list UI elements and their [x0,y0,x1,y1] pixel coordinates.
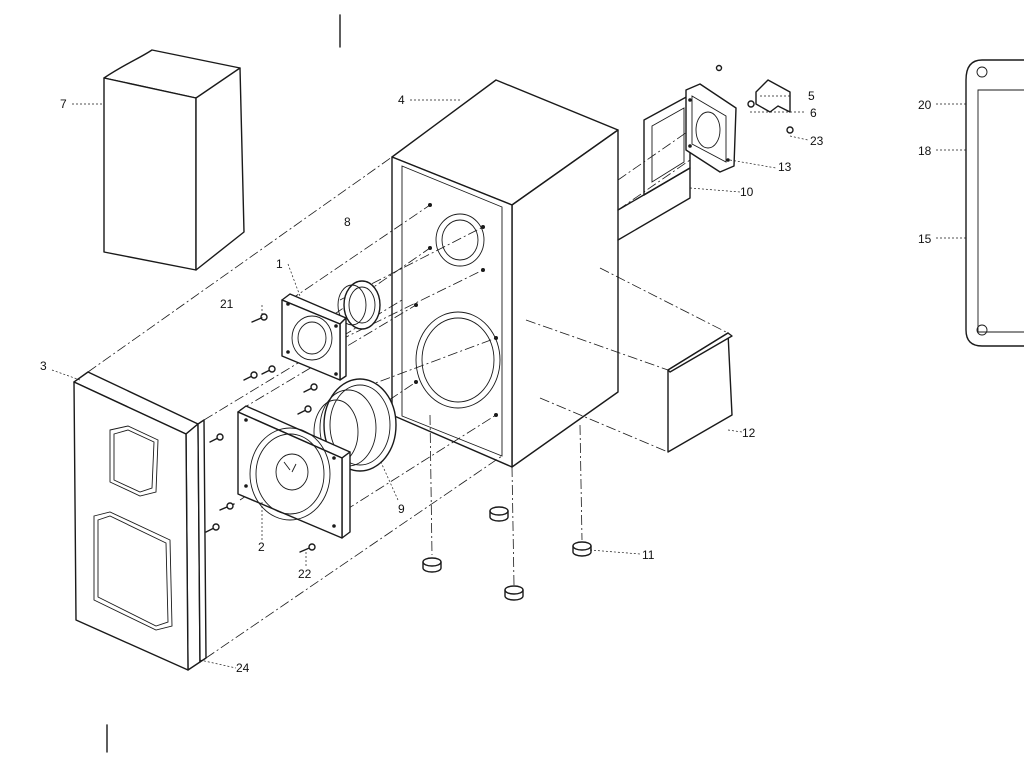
part-24-baffle-gasket [197,419,207,663]
part-11-feet [422,506,592,601]
callout-11: 11 [642,548,655,562]
callout-23: 23 [810,134,824,148]
part-21-tweeter-screws [243,313,318,393]
callout-1: 1 [276,257,283,271]
callout-10: 10 [740,185,754,199]
callout-15: 15 [918,232,932,246]
part-22-woofer-screws [205,405,316,553]
callout-2: 2 [258,540,265,554]
callout-20: 20 [918,98,932,112]
part-1-tweeter [281,293,347,381]
callout-5: 5 [808,89,815,103]
partial-view-right [965,59,1024,347]
callout-22: 22 [298,567,312,581]
callout-7: 7 [60,97,67,111]
callout-24: 24 [236,661,250,675]
callout-21: 21 [220,297,234,311]
part-12-damping-block [525,267,733,453]
callout-3: 3 [40,359,47,373]
callout-8: 8 [344,215,351,229]
callout-18: 18 [918,144,932,158]
part-8-port-tube [337,280,381,330]
callout-6: 6 [810,106,817,120]
callout-labels: 7 4 8 1 21 3 9 2 22 24 5 6 23 13 10 12 1… [40,89,932,675]
part-23-screw [715,64,794,134]
foot [422,557,442,573]
part-6-washer [747,100,755,108]
callout-9: 9 [398,502,405,516]
callout-13: 13 [778,160,792,174]
part-2-woofer [237,405,351,539]
callout-4: 4 [398,93,405,107]
part-13-terminal-plate [685,83,737,173]
foot [489,506,509,522]
part-3-front-baffle [73,371,201,671]
callout-12: 12 [742,426,756,440]
foot [504,585,524,601]
part-4-cabinet [391,79,619,468]
part-7-grille-cloth [103,49,245,271]
part-10-terminal-frame [617,94,691,241]
leader-lines [51,95,966,669]
foot [572,541,592,557]
